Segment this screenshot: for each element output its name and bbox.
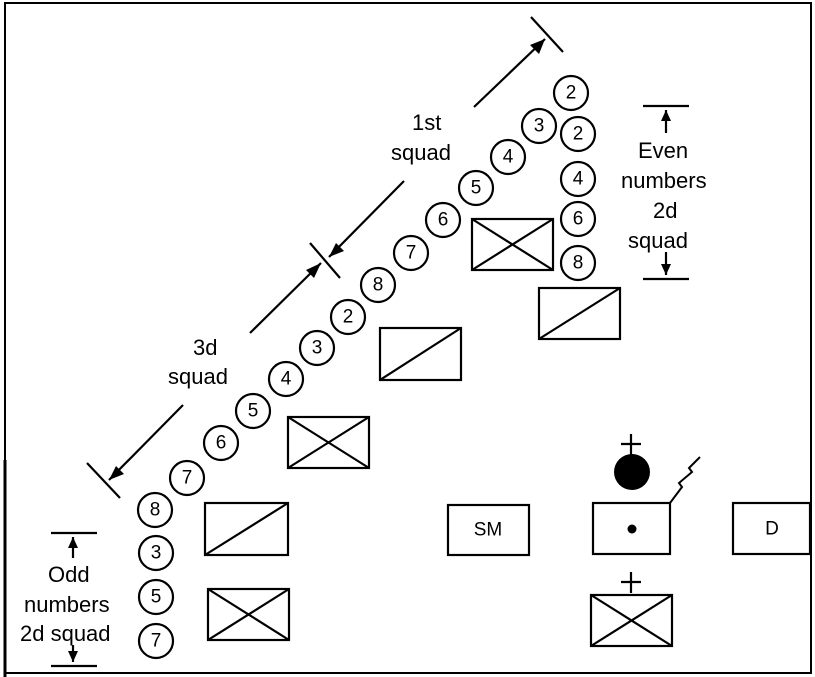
even-column-soldiers: 2 4 6 8 — [559, 115, 597, 282]
d-box: D — [731, 501, 812, 556]
even-numbers-bracket — [643, 104, 689, 281]
vehicle-slashed-box — [378, 326, 463, 382]
even-numbers-label-4: squad — [628, 228, 688, 253]
soldier-marker: 2 — [552, 74, 590, 112]
soldier-marker: 3 — [137, 534, 175, 572]
svg-text:7: 7 — [182, 468, 193, 489]
svg-text:3: 3 — [534, 116, 545, 137]
odd-numbers-label-1: Odd — [48, 562, 90, 587]
svg-text:4: 4 — [503, 147, 514, 168]
sm-box: SM — [446, 503, 531, 557]
odd-numbers-bracket — [51, 531, 97, 668]
soldier-marker: 8 — [559, 244, 597, 282]
svg-text:7: 7 — [151, 631, 162, 652]
third-squad-label: 3d — [193, 335, 217, 360]
svg-text:6: 6 — [216, 433, 227, 454]
vehicle-slashed-box — [203, 501, 290, 557]
soldier-marker: 6 — [559, 200, 597, 238]
svg-text:5: 5 — [151, 587, 162, 608]
odd-column-soldiers: 3 5 7 — [137, 534, 175, 660]
soldier-marker: 4 — [559, 160, 597, 198]
soldier-marker: 5 — [457, 169, 495, 207]
d-box-label: D — [765, 519, 779, 540]
soldier-marker: 8 — [359, 266, 397, 304]
soldier-marker: 6 — [202, 424, 240, 462]
svg-text:6: 6 — [573, 209, 584, 230]
vehicle-crossed-box — [589, 593, 674, 648]
vehicle-crossed-box — [206, 587, 291, 642]
svg-text:5: 5 — [248, 401, 259, 422]
svg-text:6: 6 — [438, 210, 449, 231]
soldier-marker: 4 — [489, 138, 527, 176]
leader-dot-icon — [614, 454, 650, 490]
medic-cross-icon — [621, 572, 641, 593]
vehicle-crossed-box — [470, 217, 555, 272]
svg-text:7: 7 — [406, 243, 417, 264]
svg-text:4: 4 — [281, 369, 292, 390]
third-squad-dimension — [86, 262, 322, 499]
svg-text:2: 2 — [573, 124, 584, 145]
even-numbers-label-1: Even — [638, 138, 688, 163]
svg-text:5: 5 — [471, 178, 482, 199]
soldier-marker: 5 — [234, 392, 272, 430]
vehicle-crossed-box — [286, 415, 371, 470]
odd-numbers-label-2: numbers — [24, 592, 110, 617]
soldier-marker: 3 — [520, 107, 558, 145]
sm-box-label: SM — [474, 520, 503, 541]
medic-cross-icon — [621, 434, 641, 455]
soldier-marker: 8 — [136, 491, 174, 529]
first-squad-label-2: squad — [391, 140, 451, 165]
vehicle-slashed-box — [537, 286, 622, 341]
svg-text:2: 2 — [343, 307, 354, 328]
soldier-marker: 4 — [267, 360, 305, 398]
diagonal-soldiers: 8 7 6 5 4 3 2 8 7 6 5 4 3 2 — [136, 74, 590, 529]
soldier-marker: 2 — [559, 115, 597, 153]
first-squad-label: 1st — [412, 110, 441, 135]
svg-text:3: 3 — [151, 543, 162, 564]
soldier-marker: 3 — [298, 329, 336, 367]
soldier-marker: 5 — [137, 578, 175, 616]
soldier-marker: 7 — [392, 234, 430, 272]
odd-numbers-label-3: 2d squad — [20, 621, 111, 646]
svg-text:8: 8 — [573, 253, 584, 274]
third-squad-label-2: squad — [168, 364, 228, 389]
soldier-marker: 6 — [424, 201, 462, 239]
soldier-marker: 2 — [329, 298, 367, 336]
svg-text:4: 4 — [573, 169, 584, 190]
soldier-marker: 7 — [137, 622, 175, 660]
svg-text:8: 8 — [150, 500, 161, 521]
svg-text:2: 2 — [566, 83, 577, 104]
svg-text:8: 8 — [373, 275, 384, 296]
radio-antenna-icon — [669, 456, 701, 504]
diagram-frame — [4, 2, 812, 674]
even-numbers-label-2: numbers — [621, 168, 707, 193]
first-squad-dimension — [309, 16, 564, 279]
svg-text:3: 3 — [312, 338, 323, 359]
command-post-box — [591, 501, 672, 556]
soldier-marker: 7 — [168, 459, 206, 497]
even-numbers-label-3: 2d — [653, 198, 677, 223]
